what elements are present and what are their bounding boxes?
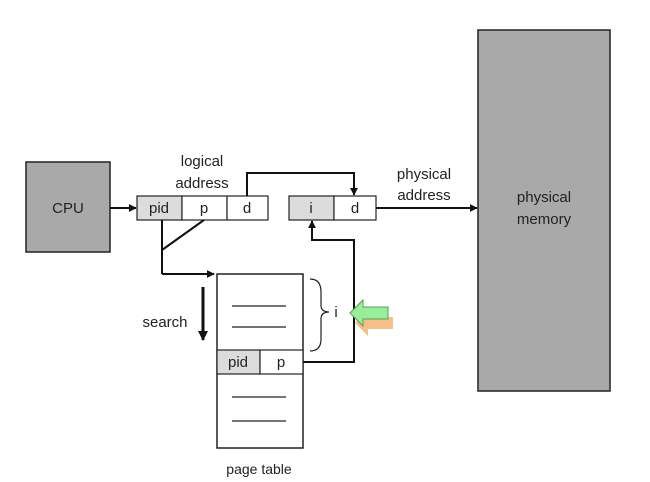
- page-table-entry-pid: pid: [228, 354, 248, 371]
- physical-memory-label-line2: memory: [517, 211, 572, 228]
- physical-address-caption-line1: physical: [397, 166, 451, 183]
- green-arrow-icon: [349, 298, 393, 336]
- physical-memory-label-line1: physical: [517, 189, 571, 206]
- logical-address-caption-line1: logical: [181, 153, 224, 170]
- page-table: pid p: [216, 273, 304, 449]
- logical-field-d: d: [243, 200, 251, 217]
- physical-address-register: i d: [288, 195, 377, 221]
- page-table-entry-pid-cell: [216, 349, 261, 375]
- index-to-physical-arrow: [303, 220, 355, 363]
- search-label: search: [142, 314, 187, 331]
- cpu-box: CPU: [25, 161, 111, 253]
- index-label: i: [334, 304, 337, 321]
- logical-field-pid-cell: [136, 195, 183, 221]
- cpu-label: CPU: [52, 200, 84, 217]
- p-lookup-line: [161, 219, 205, 251]
- physical-address-caption-line2: address: [397, 187, 450, 204]
- logical-address-register: pid p d: [136, 195, 269, 221]
- index-brace: [309, 278, 330, 352]
- physical-memory-box: physical memory: [477, 29, 611, 392]
- logical-field-p-cell: [181, 195, 228, 221]
- logical-field-pid: pid: [149, 200, 169, 217]
- page-table-entry-p: p: [277, 354, 285, 371]
- page-table-caption: page table: [226, 461, 292, 477]
- logical-field-p: p: [200, 200, 208, 217]
- physical-field-i: i: [309, 200, 312, 217]
- logical-address-caption-line2: address: [175, 175, 228, 192]
- offset-copy-arrow: [246, 172, 358, 196]
- logical-field-d-cell: [226, 195, 269, 221]
- physical-field-d: d: [351, 200, 359, 217]
